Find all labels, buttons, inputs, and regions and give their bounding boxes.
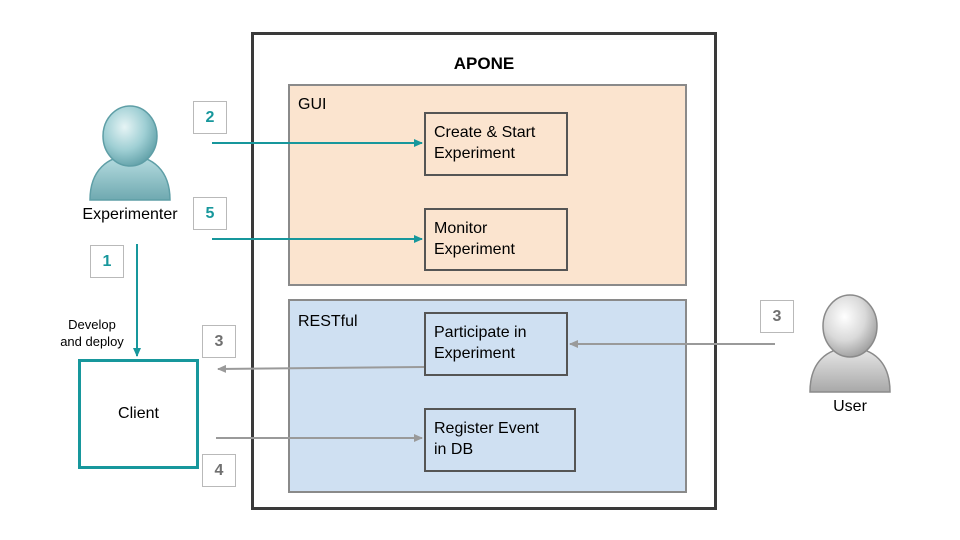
step-4-badge: 4 (202, 454, 236, 487)
register-line1: Register Event (434, 420, 539, 437)
develop-deploy-label: Develop and deploy (52, 316, 132, 350)
create-start-line1: Create & Start (434, 124, 536, 141)
user-icon (809, 294, 891, 393)
apone-frame (251, 32, 717, 510)
participate-experiment-box: Participate in Experiment (424, 312, 568, 376)
gui-section (288, 84, 687, 286)
register-line2: in DB (434, 441, 474, 458)
register-event-box: Register Event in DB (424, 408, 576, 472)
develop-line1: Develop (68, 317, 116, 332)
participate-line1: Participate in (434, 324, 527, 341)
step-2-badge: 2 (193, 101, 227, 134)
monitor-experiment-box: Monitor Experiment (424, 208, 568, 271)
step-1-badge: 1 (90, 245, 124, 278)
experimenter-label: Experimenter (82, 206, 178, 223)
client-box: Client (78, 359, 199, 469)
step-3-right-badge: 3 (760, 300, 794, 333)
client-label: Client (118, 405, 159, 422)
step-5-badge: 5 (193, 197, 227, 230)
arrow-participate-client (217, 364, 425, 373)
monitor-line2: Experiment (434, 241, 515, 258)
monitor-line1: Monitor (434, 220, 488, 237)
restful-section (288, 299, 687, 493)
gui-label: GUI (298, 96, 327, 113)
participate-line2: Experiment (434, 345, 515, 362)
develop-line2: and deploy (60, 334, 124, 349)
apone-title: APONE (453, 54, 515, 73)
restful-label: RESTful (298, 313, 358, 330)
experimenter-icon (89, 105, 171, 201)
create-start-line2: Experiment (434, 145, 515, 162)
create-start-experiment-box: Create & Start Experiment (424, 112, 568, 176)
user-label: User (833, 398, 867, 415)
step-3-left-badge: 3 (202, 325, 236, 358)
